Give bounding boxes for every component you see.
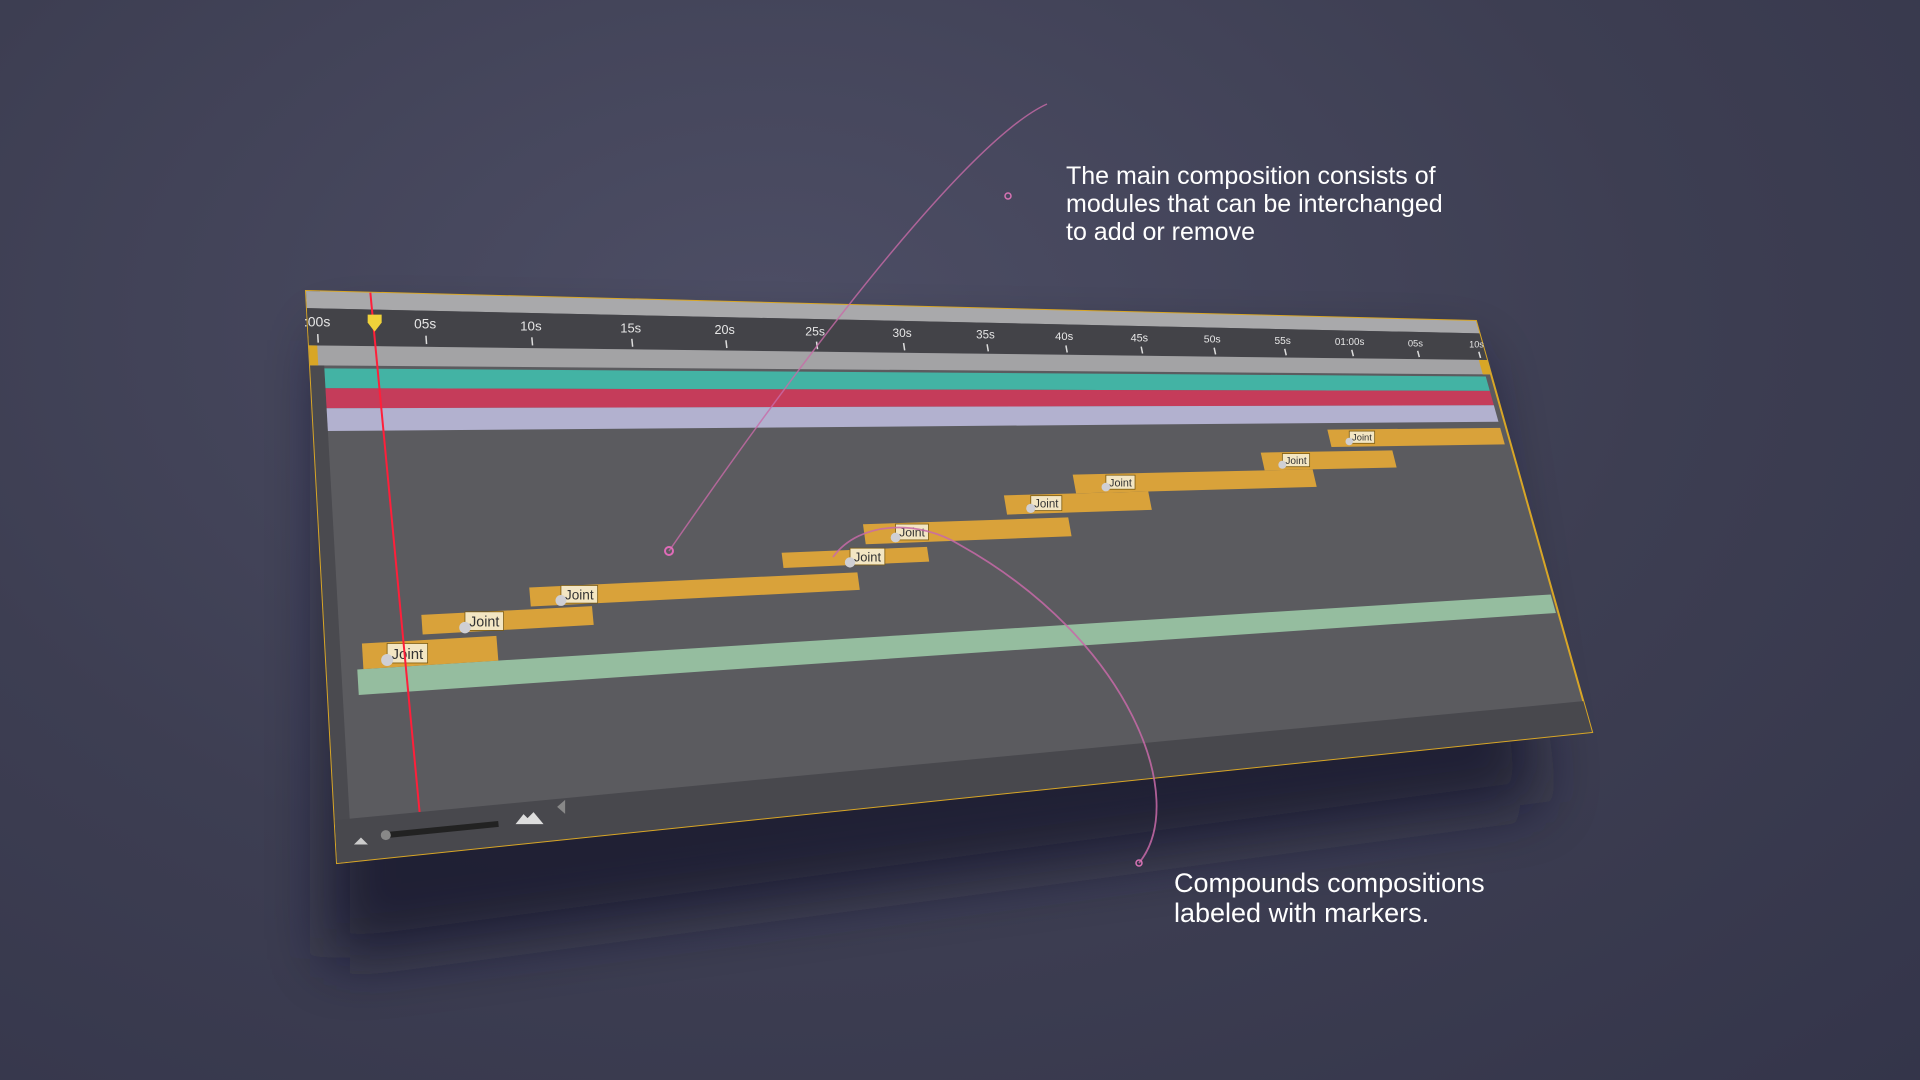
- ruler-label: 35s: [976, 330, 995, 342]
- annotation-compounds: Compounds compositions labeled with mark…: [1174, 868, 1485, 928]
- ruler-tick: [1478, 351, 1482, 359]
- annotation-line: Compounds compositions: [1174, 868, 1485, 898]
- callout-dot: [1004, 192, 1012, 200]
- annotation-main-composition: The main composition consists of modules…: [1066, 162, 1443, 246]
- annotation-line: to add or remove: [1066, 218, 1255, 246]
- marker-label-box: [386, 643, 429, 664]
- marker-icon[interactable]: [1278, 460, 1287, 469]
- panel-left-edge: [306, 291, 353, 863]
- layer-bar-teal[interactable]: [324, 368, 1490, 391]
- callout-line-compounds: [832, 526, 1158, 864]
- callout-dot: [664, 546, 674, 556]
- ruler-tick: [1140, 346, 1144, 354]
- marker-label-box: [1105, 474, 1136, 490]
- range-start-handle[interactable]: [308, 345, 319, 366]
- joint-layer-bar[interactable]: [529, 572, 860, 607]
- ruler-label: 40s: [1055, 331, 1073, 343]
- marker-label: Joint: [1352, 432, 1372, 443]
- time-ruler[interactable]: [306, 308, 1488, 361]
- marker-label-box: [1030, 495, 1063, 512]
- zoom-in-icon[interactable]: [515, 812, 544, 825]
- ruler-label: 30s: [893, 326, 912, 340]
- zoom-slider-thumb[interactable]: [380, 830, 391, 841]
- ruler-label: 05s: [1408, 338, 1423, 349]
- layer-bar-lavender[interactable]: [326, 405, 1499, 432]
- ruler-label: 55s: [1275, 336, 1291, 347]
- ruler-tick: [1065, 345, 1068, 353]
- range-bar[interactable]: [308, 345, 1492, 375]
- marker-label: Joint: [469, 615, 499, 631]
- ruler-tick: [425, 335, 428, 345]
- marker-label-box: [464, 611, 504, 631]
- ruler-tick: [1213, 347, 1217, 355]
- marker-label: Joint: [392, 646, 425, 663]
- ruler-label: 10s: [520, 318, 542, 333]
- annotation-line: labeled with markers.: [1174, 898, 1430, 928]
- ruler-tick: [1283, 348, 1287, 356]
- scroll-left-icon[interactable]: [557, 799, 566, 814]
- playhead-line[interactable]: [369, 292, 421, 813]
- callout-dot: [1135, 859, 1143, 867]
- marker-icon[interactable]: [890, 532, 901, 543]
- zoom-out-icon[interactable]: [353, 837, 368, 845]
- ruler-tick: [725, 340, 728, 349]
- marker-label: Joint: [1034, 499, 1059, 511]
- marker-icon[interactable]: [1026, 503, 1036, 513]
- marker-label: Joint: [1109, 477, 1132, 489]
- ruler-label: 05s: [414, 317, 436, 332]
- marker-icon[interactable]: [555, 595, 567, 606]
- marker-icon[interactable]: [1345, 437, 1354, 446]
- marker-label-box: [849, 547, 886, 566]
- timeline-footer: [334, 701, 1592, 863]
- ruler-label: 15s: [620, 320, 641, 335]
- marker-label-box: [560, 585, 599, 604]
- ruler-label: 25s: [805, 325, 825, 339]
- ruler-label: 01:00s: [1335, 337, 1365, 348]
- marker-icon[interactable]: [459, 621, 471, 634]
- ruler-tick: [902, 342, 906, 351]
- layer-bar-red[interactable]: [325, 388, 1494, 409]
- ruler-label: 20s: [715, 323, 735, 337]
- marker-icon[interactable]: [381, 654, 394, 667]
- range-end-handle[interactable]: [1478, 359, 1492, 375]
- ruler-tick: [1416, 350, 1421, 358]
- ruler-tick: [1351, 349, 1355, 357]
- ruler-label: 10s: [1469, 339, 1484, 349]
- ruler-label: 50s: [1204, 334, 1221, 346]
- ruler-tick: [631, 338, 634, 347]
- playhead-handle[interactable]: [367, 314, 382, 332]
- layer-bar-green[interactable]: [357, 594, 1556, 696]
- ruler-label: 45s: [1131, 332, 1149, 344]
- marker-label: Joint: [854, 549, 882, 564]
- annotation-line: modules that can be interchanged: [1066, 190, 1443, 218]
- ruler-tick: [531, 337, 534, 346]
- marker-label-box: [1281, 453, 1311, 468]
- marker-icon[interactable]: [844, 557, 856, 568]
- zoom-slider[interactable]: [385, 820, 499, 839]
- marker-label: Joint: [565, 587, 594, 602]
- ruler-tick: [986, 344, 990, 352]
- ruler-label: :00s: [304, 314, 330, 330]
- annotation-line: The main composition consists of: [1066, 162, 1436, 190]
- marker-label: Joint: [1285, 456, 1307, 467]
- marker-icon[interactable]: [1101, 482, 1111, 492]
- callout-line-main: [668, 103, 1048, 552]
- marker-label-box: [1348, 430, 1376, 444]
- work-area-bar[interactable]: [306, 291, 1480, 334]
